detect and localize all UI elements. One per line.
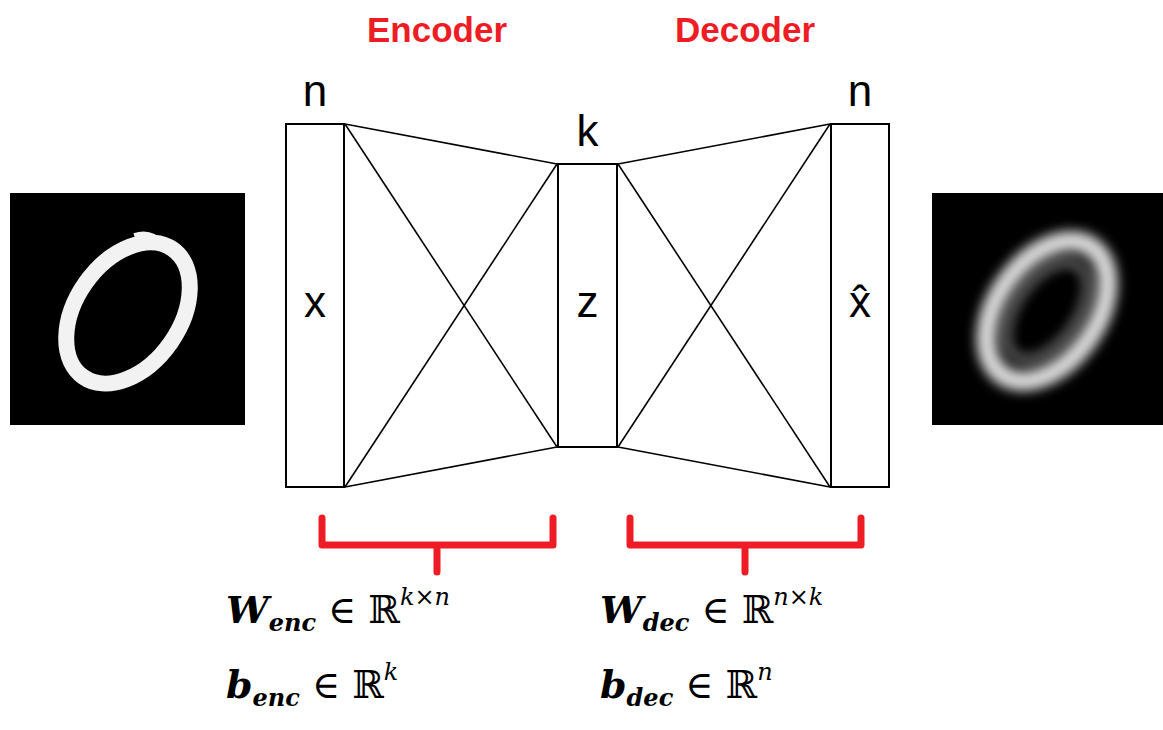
connection-line <box>345 124 557 447</box>
section-title: Encoder <box>367 10 507 50</box>
dimension-superscript: n×k <box>773 583 823 611</box>
dimension-superscript: n <box>757 658 772 686</box>
set-membership: ∈ ℝ <box>689 588 773 632</box>
section-title: Decoder <box>675 10 815 50</box>
layer-name: z <box>559 280 616 324</box>
connection-line <box>618 124 830 447</box>
set-membership: ∈ ℝ <box>673 663 757 707</box>
layer-size: n <box>287 69 343 113</box>
parameter-shape: Wenc ∈ ℝk×n <box>226 583 450 637</box>
connection-line <box>345 447 557 487</box>
connection-line <box>345 164 557 487</box>
encoder-bracket <box>322 518 553 572</box>
decoder-bracket <box>630 518 861 572</box>
layer-name: x <box>287 280 343 324</box>
dimension-superscript: k×n <box>400 583 450 611</box>
reconstructed-digit-image <box>932 193 1163 425</box>
parameter-symbol: b <box>600 662 627 707</box>
connection-line <box>345 124 557 164</box>
set-membership: ∈ ℝ <box>300 663 384 707</box>
set-membership: ∈ ℝ <box>316 588 400 632</box>
layer-box: nx <box>285 123 345 488</box>
dimension-superscript: k <box>384 658 399 686</box>
dense-connection <box>618 124 830 487</box>
dense-connection <box>345 124 557 487</box>
layer-name: x̂ <box>832 280 888 324</box>
connection-line <box>618 447 830 487</box>
parameter-symbol: W <box>600 587 643 632</box>
parameter-symbol: b <box>226 662 253 707</box>
parameter-subscript: dec <box>643 608 690 637</box>
parameter-subscript: enc <box>253 683 300 712</box>
parameter-shape: benc ∈ ℝk <box>226 658 398 712</box>
layer-size: k <box>559 109 616 153</box>
connection-line <box>618 164 830 487</box>
connection-line <box>618 124 830 164</box>
parameter-subscript: enc <box>269 608 316 637</box>
layer-size: n <box>832 69 888 113</box>
input-digit-image <box>10 193 245 425</box>
parameter-subscript: dec <box>627 683 674 712</box>
layer-box: nx̂ <box>830 123 890 488</box>
layer-box: kz <box>557 163 618 448</box>
parameter-shape: Wdec ∈ ℝn×k <box>600 583 823 637</box>
parameter-symbol: W <box>226 587 269 632</box>
parameter-shape: bdec ∈ ℝn <box>600 658 773 712</box>
